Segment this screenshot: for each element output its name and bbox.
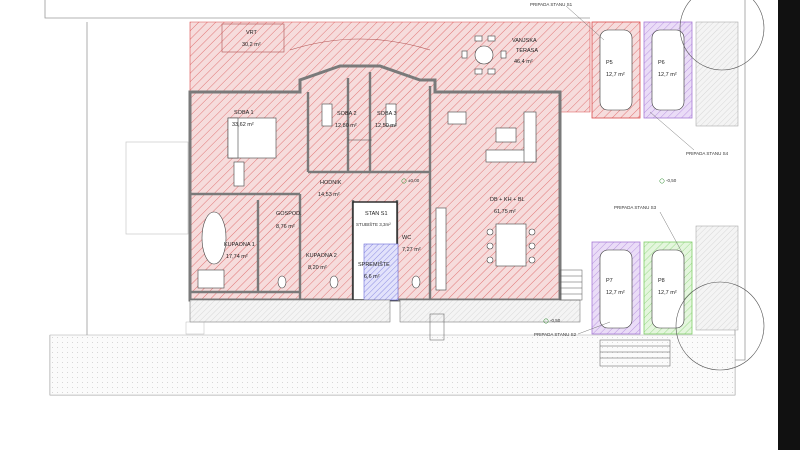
bathtub-icon [197, 211, 227, 289]
side-stairs [559, 269, 583, 301]
label-vrt-name: VRT [246, 30, 258, 36]
label-p5-id: P5 [606, 60, 613, 66]
label-p8-id: P8 [658, 278, 665, 284]
label-pripada-s2: PRIPADA STANU S2 [534, 332, 577, 337]
dining-table-icon [486, 223, 536, 267]
label-spremiste-name: SPREMIŠTE [358, 261, 390, 268]
label-terasa-line2: TERASA [516, 48, 538, 54]
room-labels: VRT 30,2 m² VANJSKA TERASA 46,4 m² SOBA … [224, 30, 538, 280]
label-p7-area: 12,7 m² [606, 290, 625, 296]
label-dnevni-area: 61,75 m² [494, 209, 516, 215]
label-terasa-area: 46,4 m² [514, 59, 533, 65]
label-hodnik-area: 14,53 m² [318, 192, 340, 198]
label-kupaona2-area: 8,20 m² [308, 265, 327, 271]
label-stan-name: STAN S1 [365, 211, 388, 217]
label-soba1-area: 33,62 m² [232, 122, 254, 128]
label-kupaona1-area: 17,74 m² [226, 254, 248, 260]
label-pripada-s3: PRIPADA STANU S3 [614, 205, 657, 210]
label-stan-sub: STUBIŠTE 3,3m² [356, 221, 391, 227]
label-hodnik-name: HODNIK [320, 180, 342, 186]
label-wc-name: WC [402, 235, 411, 241]
front-steps [189, 299, 581, 323]
bottom-stairs [429, 313, 671, 367]
label-vrt-area: 30,2 m² [242, 42, 261, 48]
garden-plot [125, 141, 189, 235]
lower-path [49, 334, 736, 396]
level-mark-2: -0,50 [666, 178, 677, 183]
terrace-table-icon [461, 35, 507, 75]
label-pripada-s4: PRIPADA STANU S4 [686, 151, 729, 156]
gate-arcs [675, 0, 765, 371]
label-soba3-area: 12,50 m² [375, 123, 397, 129]
label-p6-area: 12,7 m² [658, 72, 677, 78]
label-soba2-area: 12,80 m² [335, 123, 357, 129]
bed-icon [227, 117, 277, 187]
label-spremiste-area: 6,6 m² [364, 274, 380, 280]
side-strip-bottom [695, 225, 739, 331]
label-gospod-name: GOSPOD. [276, 211, 302, 217]
label-soba1-name: SOBA 1 [234, 110, 254, 116]
page-edge [778, 0, 800, 450]
parking-labels: P5 12,7 m² P6 12,7 m² P7 12,7 m² P8 12,7… [606, 60, 677, 296]
vrt-area [221, 23, 285, 53]
label-dnevni-name: DB + KH + BL [490, 197, 525, 203]
label-pripada-s1: PRIPADA STANU S1 [530, 2, 573, 7]
label-p5-area: 12,7 m² [606, 72, 625, 78]
level-mark-3: -0,50 [550, 318, 561, 323]
label-p8-area: 12,7 m² [658, 290, 677, 296]
label-kupaona2-name: KUPAONA 2 [306, 253, 337, 259]
sofa-icon [447, 111, 537, 163]
ownership-labels: PRIPADA STANU S1 PRIPADA STANU S4 PRIPAD… [530, 2, 729, 337]
car-icon [599, 29, 685, 329]
label-gospod-area: 8,76 m² [276, 224, 295, 230]
side-strip-top [695, 21, 739, 127]
level-markers: ±0,00 -0,50 -0,50 [401, 178, 677, 324]
toilet-icon [277, 275, 421, 289]
label-p7-id: P7 [606, 278, 613, 284]
label-soba2-name: SOBA 2 [337, 111, 357, 117]
label-terasa-line1: VANJSKA [512, 38, 537, 44]
label-wc-area: 7,27 m² [402, 247, 421, 253]
kitchen-counter-icon [435, 207, 447, 291]
level-mark-1: ±0,00 [408, 178, 420, 183]
label-p6-id: P6 [658, 60, 665, 66]
label-soba3-name: SOBA 3 [377, 111, 397, 117]
desk-icon [321, 103, 397, 141]
label-kupaona1-name: KUPAONA 1 [224, 242, 255, 248]
spremiste-area [363, 243, 399, 301]
